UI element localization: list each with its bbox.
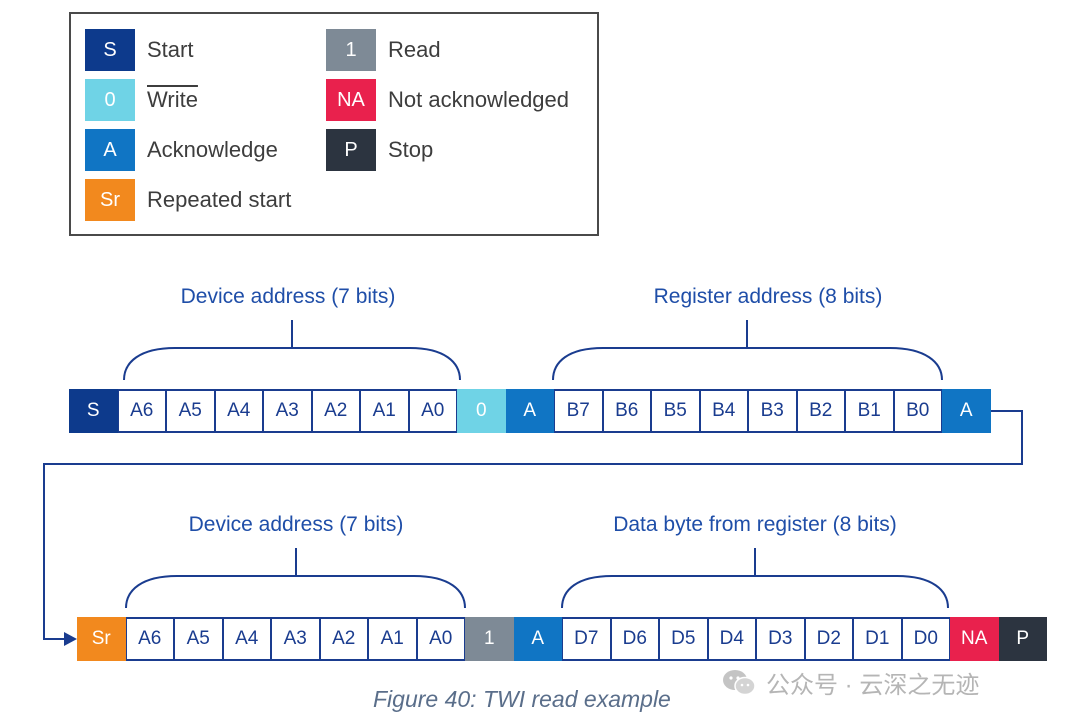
bit-cell: B6 bbox=[602, 389, 651, 433]
watermark: 公众号 · 云深之无迹 bbox=[722, 665, 979, 700]
ack-cell: A bbox=[513, 617, 562, 661]
ack-cell: A bbox=[942, 389, 991, 433]
bit-cell: D4 bbox=[707, 617, 756, 661]
nack-icon: NA bbox=[326, 79, 376, 121]
bit-cell: A0 bbox=[408, 389, 457, 433]
bit-cell: D7 bbox=[562, 617, 611, 661]
repeated-start-icon: Sr bbox=[85, 179, 135, 221]
legend-label-nack: Not acknowledged bbox=[388, 87, 570, 112]
row1-device-address-label: Device address (7 bits) bbox=[180, 285, 396, 308]
row1-device-address-brace bbox=[123, 320, 461, 381]
legend-item-stop: P Stop bbox=[326, 129, 433, 171]
bit-cell: A5 bbox=[174, 617, 223, 661]
bit-cell: A2 bbox=[311, 389, 360, 433]
write-icon: 0 bbox=[85, 79, 135, 121]
ack-icon: A bbox=[85, 129, 135, 171]
wechat-icon bbox=[722, 669, 756, 697]
legend-item-ack: A Acknowledge bbox=[85, 129, 278, 171]
bit-cell: A5 bbox=[166, 389, 215, 433]
legend-label-start: Start bbox=[147, 37, 194, 62]
connector-line bbox=[43, 410, 1023, 640]
bit-cell: B1 bbox=[845, 389, 894, 433]
bit-cell: A3 bbox=[263, 389, 312, 433]
start-icon: S bbox=[85, 29, 135, 71]
bit-cell: A1 bbox=[368, 617, 417, 661]
bit-cell: B7 bbox=[554, 389, 603, 433]
bit-cell: A6 bbox=[125, 617, 174, 661]
bit-cell: A4 bbox=[222, 617, 271, 661]
legend-item-read: 1 Read bbox=[326, 29, 441, 71]
legend-item-repeated-start: Sr Repeated start bbox=[85, 179, 291, 221]
watermark-text: 公众号 · 云深之无迹 bbox=[766, 672, 980, 699]
nack-cell: NA bbox=[950, 617, 999, 661]
legend-item-nack: NA Not acknowledged bbox=[326, 79, 569, 121]
ack-cell: A bbox=[505, 389, 554, 433]
legend-label-ack: Acknowledge bbox=[147, 137, 278, 162]
bit-cell: B4 bbox=[699, 389, 748, 433]
bit-cell: D1 bbox=[853, 617, 902, 661]
bit-cell: B3 bbox=[748, 389, 797, 433]
write-cell: 0 bbox=[457, 389, 506, 433]
bit-cell: D6 bbox=[610, 617, 659, 661]
bit-cell: A0 bbox=[416, 617, 465, 661]
start-cell: S bbox=[69, 389, 118, 433]
repeated-start-cell: Sr bbox=[77, 617, 126, 661]
bit-cell: B0 bbox=[893, 389, 942, 433]
row1-register-address-label: Register address (8 bits) bbox=[653, 285, 883, 308]
bit-cell: D3 bbox=[756, 617, 805, 661]
legend-label-read: Read bbox=[388, 37, 441, 62]
row2-data-byte-brace bbox=[561, 548, 949, 609]
row1-register-address-brace bbox=[552, 320, 943, 381]
row2-device-address-label: Device address (7 bits) bbox=[188, 513, 404, 536]
legend-label-repeated-start: Repeated start bbox=[147, 187, 292, 212]
bit-cell: D5 bbox=[659, 617, 708, 661]
read-cell: 1 bbox=[465, 617, 514, 661]
bit-cell: D0 bbox=[901, 617, 950, 661]
bit-cell: A6 bbox=[117, 389, 166, 433]
connector-arrowhead bbox=[64, 632, 77, 646]
row2-device-address-brace bbox=[125, 548, 466, 609]
read-icon: 1 bbox=[326, 29, 376, 71]
legend-item-write: 0 Write bbox=[85, 79, 198, 121]
bit-cell: A3 bbox=[271, 617, 320, 661]
bit-cell: A2 bbox=[319, 617, 368, 661]
legend-item-start: S Start bbox=[85, 29, 193, 71]
legend-box: S Start 0 Write A Acknowledge Sr Repeate… bbox=[69, 12, 599, 236]
figure-caption: Figure 40: TWI read example bbox=[373, 686, 671, 712]
stop-cell: P bbox=[998, 617, 1047, 661]
bit-cell: A4 bbox=[214, 389, 263, 433]
row2-data-byte-label: Data byte from register (8 bits) bbox=[613, 513, 897, 536]
bit-cell: D2 bbox=[804, 617, 853, 661]
stop-icon: P bbox=[326, 129, 376, 171]
bit-cell: B5 bbox=[651, 389, 700, 433]
legend-label-write: Write bbox=[147, 87, 198, 112]
legend-label-stop: Stop bbox=[388, 137, 434, 162]
bit-cell: A1 bbox=[360, 389, 409, 433]
bit-cell: B2 bbox=[796, 389, 845, 433]
